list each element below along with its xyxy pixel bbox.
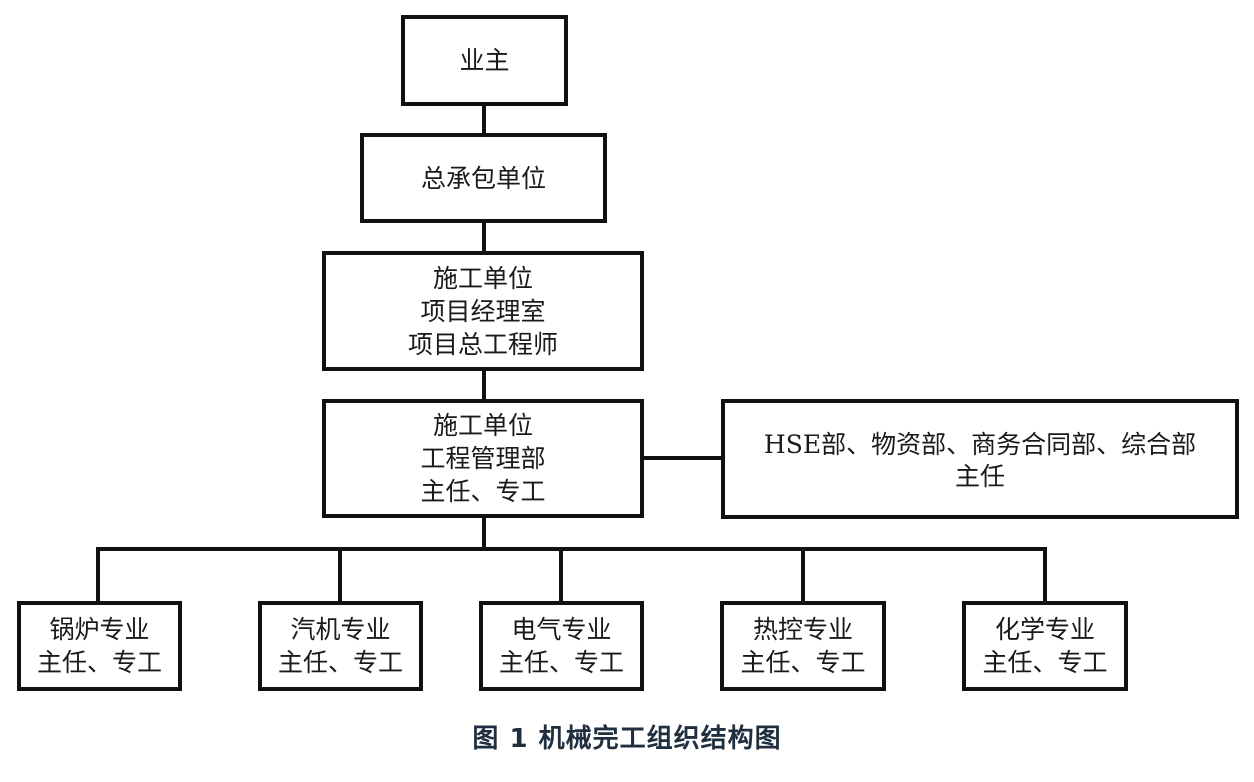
node-engineering-dept-line-2: 工程管理部 bbox=[420, 444, 546, 473]
node-construction-manager: 施工单位 项目经理室 项目总工程师 bbox=[322, 251, 644, 371]
node-chemistry-line-2: 主任、专工 bbox=[982, 648, 1108, 677]
node-boiler: 锅炉专业 主任、专工 bbox=[17, 601, 182, 691]
node-support-depts-line-1: HSE部、物资部、商务合同部、综合部 bbox=[763, 430, 1197, 459]
node-thermal-control: 热控专业 主任、专工 bbox=[720, 601, 886, 691]
node-engineering-dept: 施工单位 工程管理部 主任、专工 bbox=[322, 399, 644, 518]
node-owner-line-1: 业主 bbox=[459, 46, 510, 75]
node-thermal-control-line-1: 热控专业 bbox=[752, 615, 853, 644]
node-turbine-line-1: 汽机专业 bbox=[290, 615, 391, 644]
node-electrical-line-1: 电气专业 bbox=[511, 615, 612, 644]
node-chemistry-line-1: 化学专业 bbox=[994, 615, 1095, 644]
node-construction-manager-line-1: 施工单位 bbox=[432, 263, 533, 293]
node-engineering-dept-line-1: 施工单位 bbox=[432, 411, 533, 440]
node-chemistry: 化学专业 主任、专工 bbox=[962, 601, 1128, 691]
node-support-depts: HSE部、物资部、商务合同部、综合部 主任 bbox=[721, 399, 1239, 519]
node-thermal-control-line-2: 主任、专工 bbox=[740, 648, 866, 677]
node-general-contractor-line-1: 总承包单位 bbox=[420, 163, 546, 193]
node-general-contractor: 总承包单位 bbox=[360, 133, 607, 223]
node-boiler-line-2: 主任、专工 bbox=[36, 648, 162, 677]
node-construction-manager-line-3: 项目总工程师 bbox=[407, 329, 558, 359]
node-construction-manager-line-2: 项目经理室 bbox=[420, 296, 546, 326]
node-turbine: 汽机专业 主任、专工 bbox=[258, 601, 423, 691]
node-owner: 业主 bbox=[401, 15, 568, 106]
node-electrical-line-2: 主任、专工 bbox=[498, 648, 624, 677]
node-electrical: 电气专业 主任、专工 bbox=[479, 601, 644, 691]
node-support-depts-line-2: 主任 bbox=[954, 462, 1005, 491]
node-turbine-line-2: 主任、专工 bbox=[277, 648, 403, 677]
node-engineering-dept-line-3: 主任、专工 bbox=[420, 477, 546, 506]
figure-caption: 图 1 机械完工组织结构图 bbox=[472, 724, 782, 754]
node-boiler-line-1: 锅炉专业 bbox=[49, 615, 150, 644]
